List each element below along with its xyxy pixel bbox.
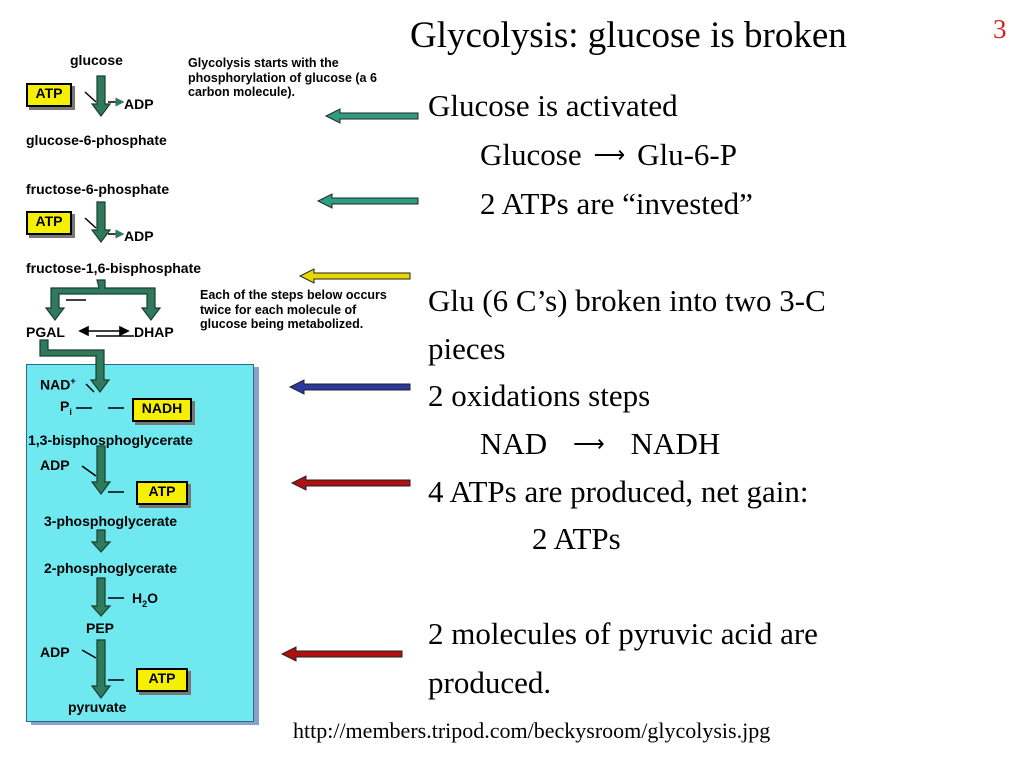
flow-arrow bbox=[90, 75, 112, 117]
adp-label: ADP bbox=[124, 228, 154, 244]
flow-arrow bbox=[39, 339, 111, 393]
blue-pointer-arrow bbox=[288, 379, 411, 395]
bullet-atps-produced: 4 ATPs are produced, net gain: bbox=[428, 474, 809, 509]
arrow-glyph: ⟶ bbox=[573, 431, 605, 456]
teal-pointer-arrow bbox=[324, 108, 419, 124]
dhap-label: DHAP bbox=[134, 324, 174, 340]
bullet-pyruvic-2: produced. bbox=[428, 665, 552, 700]
slide-title: Glycolysis: glucose is broken bbox=[410, 15, 847, 56]
red-pointer-arrow bbox=[280, 646, 403, 662]
yellow-pointer-arrow bbox=[298, 268, 411, 284]
pep-label: PEP bbox=[86, 620, 115, 636]
teal-pointer-arrow bbox=[316, 193, 419, 209]
nad-from: NAD bbox=[480, 426, 548, 461]
pyruvate-label: pyruvate bbox=[68, 699, 127, 715]
bullet-broken-2: pieces bbox=[428, 331, 506, 366]
flow-arrows bbox=[39, 75, 162, 699]
adp-label: ADP bbox=[40, 644, 70, 660]
adp-label: ADP bbox=[124, 96, 154, 112]
adp-label: ADP bbox=[40, 457, 70, 473]
pg2-label: 2-phosphoglycerate bbox=[44, 560, 178, 576]
bullet-pyruvic-1: 2 molecules of pyruvic acid are bbox=[428, 616, 818, 651]
g6p-label: glucose-6-phosphate bbox=[26, 132, 167, 148]
bpg13-label: 1,3-bisphosphoglycerate bbox=[28, 432, 193, 448]
pg3-label: 3-phosphoglycerate bbox=[44, 513, 178, 529]
glucose-from: Glucose bbox=[480, 137, 582, 172]
split-arrow bbox=[44, 279, 162, 321]
bullet-oxidations: 2 oxidations steps bbox=[428, 378, 651, 413]
slide-number: 3 bbox=[993, 14, 1007, 44]
h2o-label: H2O bbox=[132, 590, 159, 609]
flow-arrow bbox=[90, 529, 112, 553]
bullet-invested: 2 ATPs are “invested” bbox=[480, 186, 753, 221]
arrow-glyph: ⟶ bbox=[593, 142, 626, 167]
flow-arrow bbox=[90, 201, 112, 243]
red-pointer-arrow bbox=[290, 475, 411, 491]
glucose-to: Glu-6-P bbox=[637, 137, 737, 172]
atp-box: ATP bbox=[26, 211, 72, 235]
glucose-label: glucose bbox=[70, 52, 123, 68]
bullet-glucose-conversion: Glucose ⟶ Glu-6-P bbox=[428, 137, 737, 173]
flow-arrow bbox=[90, 445, 112, 495]
source-link[interactable]: http://members.tripod.com/beckysroom/gly… bbox=[293, 718, 771, 743]
pi-label: Pi bbox=[60, 398, 72, 417]
bullet-net-gain: 2 ATPs bbox=[532, 521, 621, 556]
atp-box: ATP bbox=[136, 481, 188, 505]
atp-box: ATP bbox=[26, 83, 72, 107]
f16bp-label: fructose-1,6-bisphosphate bbox=[26, 260, 202, 276]
repeat-steps-panel bbox=[26, 364, 254, 722]
f6p-label: fructose-6-phosphate bbox=[26, 181, 170, 197]
nadh-box: NADH bbox=[132, 398, 192, 422]
atp-box: ATP bbox=[136, 668, 188, 692]
glycolysis-diagram: glucose ATP ADP glucose-6-phosphate fruc… bbox=[0, 0, 460, 768]
nad-label: NAD+ bbox=[40, 376, 76, 393]
pgal-label: PGAL bbox=[26, 324, 65, 340]
bullet-nad-conversion: NAD ⟶ NADH bbox=[428, 426, 720, 462]
bullet-activated: Glucose is activated bbox=[428, 88, 678, 123]
flow-arrow bbox=[90, 577, 112, 617]
nad-to: NADH bbox=[630, 426, 721, 461]
bullet-broken-1: Glu (6 C’s) broken into two 3-C bbox=[428, 283, 826, 318]
note-start: Glycolysis starts with the phosphorylati… bbox=[188, 56, 377, 99]
flow-arrow bbox=[90, 639, 112, 699]
note-twice: Each of the steps below occurs twice for… bbox=[200, 288, 387, 331]
